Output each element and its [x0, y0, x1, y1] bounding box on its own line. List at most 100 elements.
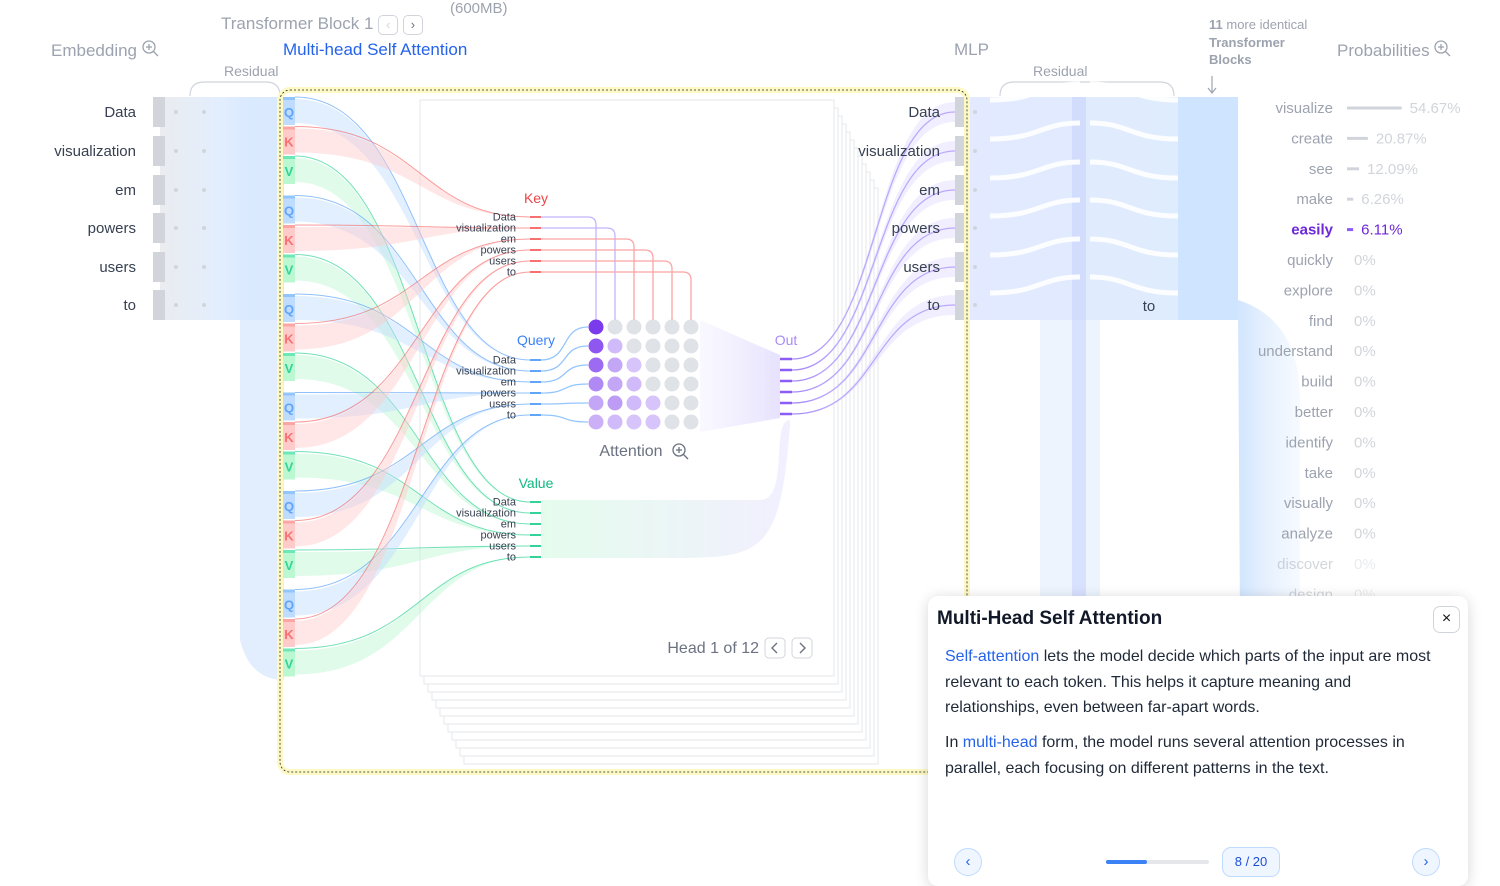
attention-cell[interactable] [664, 414, 680, 430]
qkv-strip-q [283, 195, 295, 224]
attention-cell[interactable] [588, 319, 604, 335]
key-token: users [489, 256, 516, 268]
attention-cell[interactable] [664, 319, 680, 335]
prob-word[interactable]: understand [1258, 343, 1333, 360]
attention-cell[interactable] [588, 376, 604, 392]
embedding-token: em [115, 182, 136, 199]
close-icon[interactable]: × [1433, 606, 1460, 633]
qkv-strip-bar [283, 619, 295, 622]
attention-cell[interactable] [588, 357, 604, 373]
attention-cell[interactable] [645, 357, 661, 373]
head-next-button[interactable] [791, 637, 813, 659]
output-vector [955, 252, 964, 282]
prob-word[interactable]: build [1301, 374, 1333, 391]
embedding-zoom-icon[interactable] [142, 40, 160, 58]
popup-p1-text: lets the model decide which parts of the… [945, 648, 1431, 716]
attention-cell[interactable] [645, 319, 661, 335]
prob-pct: 0% [1354, 282, 1376, 299]
prob-word[interactable]: easily [1291, 222, 1333, 239]
qkv-strip-bar [283, 589, 295, 593]
attention-cell[interactable] [607, 357, 623, 373]
more-blocks-count: 11 [1209, 17, 1223, 32]
qkv-letter: K [284, 627, 294, 642]
attention-cell[interactable] [645, 395, 661, 411]
prob-word[interactable]: create [1291, 130, 1333, 147]
prob-word[interactable]: make [1296, 191, 1333, 208]
attention-cell[interactable] [645, 414, 661, 430]
prob-word[interactable]: visually [1284, 495, 1334, 512]
prob-word[interactable]: find [1309, 313, 1333, 330]
attention-cell[interactable] [664, 338, 680, 354]
head-prev-button[interactable] [764, 637, 786, 659]
attention-cell[interactable] [607, 338, 623, 354]
qkv-letter: Q [284, 204, 294, 219]
prob-pct: 0% [1354, 313, 1376, 330]
attention-cell[interactable] [588, 338, 604, 354]
attention-cell[interactable] [607, 319, 623, 335]
popup-prev-button[interactable]: ‹ [954, 848, 982, 876]
qkv-flow-line [294, 155, 531, 503]
prob-word[interactable]: take [1305, 465, 1333, 482]
attention-cell[interactable] [626, 376, 642, 392]
attention-cell[interactable] [626, 319, 642, 335]
prob-word[interactable]: quickly [1287, 252, 1333, 269]
qkv-strip-bar [283, 550, 295, 553]
attention-cell[interactable] [683, 319, 699, 335]
attention-zoom-icon[interactable] [672, 443, 689, 460]
attention-cell[interactable] [607, 395, 623, 411]
attention-cell[interactable] [683, 357, 699, 373]
attention-cell[interactable] [664, 376, 680, 392]
qkv-flow-band [295, 128, 530, 217]
prob-word[interactable]: better [1295, 404, 1333, 421]
output-token: powers [892, 220, 940, 237]
attention-cell[interactable] [607, 376, 623, 392]
attention-cell[interactable] [645, 376, 661, 392]
prob-word[interactable]: explore [1284, 282, 1333, 299]
attention-cell[interactable] [588, 395, 604, 411]
prob-word[interactable]: discover [1277, 556, 1333, 573]
mhsa-title[interactable]: Multi-head Self Attention [283, 40, 468, 59]
qkv-flow-band [295, 415, 530, 616]
attention-cell[interactable] [683, 414, 699, 430]
embedding-heading[interactable]: Embedding [51, 40, 160, 61]
out-flows [780, 102, 956, 416]
embedding-dot [202, 149, 206, 153]
attention-cell[interactable] [626, 395, 642, 411]
residual-label-right: Residual [1033, 63, 1088, 79]
attention-cell[interactable] [683, 395, 699, 411]
self-attention-link[interactable]: Self-attention [945, 648, 1040, 665]
attention-cell[interactable] [626, 357, 642, 373]
attention-cell[interactable] [683, 338, 699, 354]
qkv-strip-bar [283, 254, 295, 258]
key-token: to [507, 267, 516, 279]
qkv-strip-q [283, 491, 295, 519]
block-next-button[interactable]: › [402, 14, 423, 35]
prob-pct: 0% [1354, 374, 1376, 391]
attention-cell[interactable] [664, 395, 680, 411]
attention-cell[interactable] [645, 338, 661, 354]
prob-word[interactable]: see [1309, 161, 1333, 178]
probabilities-heading[interactable]: Probabilities [1337, 40, 1452, 61]
more-blocks-line1: more identical [1226, 17, 1308, 32]
mlp-title[interactable]: MLP [954, 40, 989, 59]
attention-cell[interactable] [626, 338, 642, 354]
attention-cell[interactable] [683, 376, 699, 392]
attention-cell[interactable] [607, 414, 623, 430]
popup-next-button[interactable]: › [1412, 848, 1440, 876]
popup-progress-bar [1106, 860, 1209, 864]
block-prev-button[interactable]: ‹ [378, 14, 399, 35]
embedding-token: Data [104, 104, 136, 121]
multi-head-link[interactable]: multi-head [962, 734, 1038, 751]
qkv-flow-band [295, 557, 530, 675]
probabilities-zoom-icon[interactable] [1434, 40, 1452, 58]
prob-word[interactable]: analyze [1281, 526, 1333, 543]
value-token: visualization [456, 508, 516, 520]
qkv-letter: K [284, 233, 294, 248]
embedding-vector [153, 213, 165, 243]
attention-cell[interactable] [664, 357, 680, 373]
query-token: em [501, 377, 516, 389]
attention-cell[interactable] [588, 414, 604, 430]
prob-word[interactable]: visualize [1275, 100, 1333, 117]
prob-word[interactable]: identify [1285, 434, 1333, 451]
attention-cell[interactable] [626, 414, 642, 430]
